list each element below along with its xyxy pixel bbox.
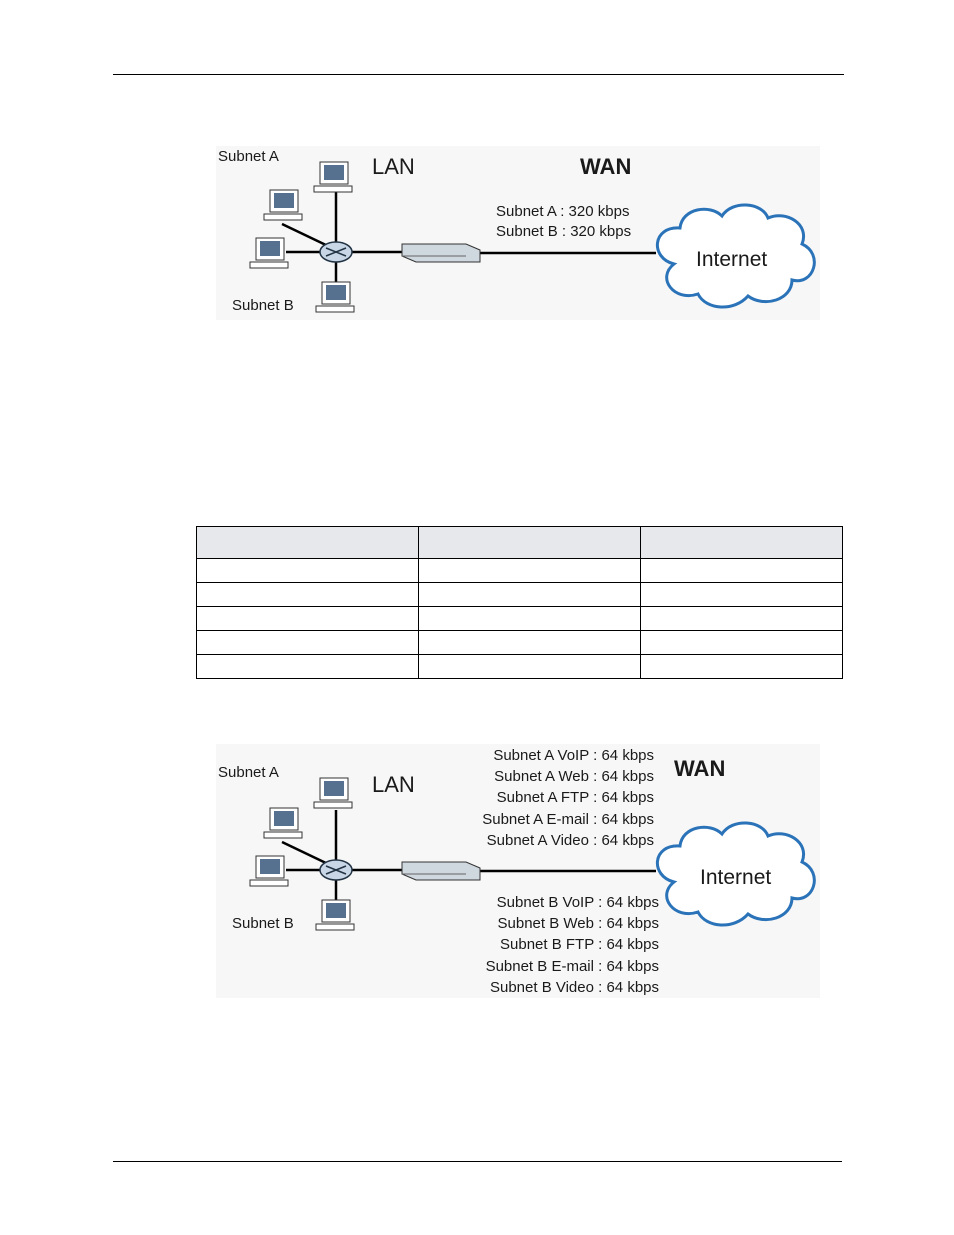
subnet-a-label: Subnet A [218,148,279,165]
header-rule [113,74,844,75]
table-cell [418,558,641,583]
table-cell [418,654,641,679]
internet-cloud-icon [656,821,816,927]
table-cell [640,558,843,583]
service-bandwidth-label: Subnet A VoIP : 64 kbps [493,747,654,764]
internet-cloud-icon [656,203,816,309]
gateway-device-icon [401,243,481,263]
table-cell [196,582,419,607]
service-bandwidth-label: Subnet B Video : 64 kbps [490,979,659,996]
wan-label: WAN [580,154,631,179]
computer-icon [263,189,303,221]
table-header-cell [196,526,419,559]
subnet-a-label: Subnet A [218,764,279,781]
table-cell [418,630,641,655]
figure-bandwidth-by-subnet: Subnet A Subnet B LAN WAN Subnet A : 320… [216,146,820,320]
table-cell [196,630,419,655]
internet-label: Internet [700,866,771,889]
service-bandwidth-label: Subnet B Web : 64 kbps [498,915,660,932]
computer-icon [315,281,355,313]
table-header-row [196,526,843,559]
table-header-cell [640,526,843,559]
table-cell [196,558,419,583]
subnet-b-label: Subnet B [232,915,294,932]
gateway-device-icon [401,861,481,881]
table-cell [418,606,641,631]
table-row [196,630,843,655]
bandwidth-table [196,526,843,679]
lan-label: LAN [372,772,415,797]
network-diagram-1: Subnet A Subnet B LAN WAN Subnet A : 320… [216,146,820,320]
table-row [196,582,843,607]
wan-label: WAN [674,756,725,781]
bandwidth-label: Subnet A : 320 kbps [496,203,629,220]
table-row [196,558,843,583]
computer-icon [313,777,353,809]
table-cell [640,630,843,655]
table-cell [196,606,419,631]
service-bandwidth-label: Subnet B E-mail : 64 kbps [486,958,659,975]
table-row [196,654,843,679]
service-bandwidth-label: Subnet B VoIP : 64 kbps [497,894,659,911]
computer-icon [315,899,355,931]
internet-label: Internet [696,248,767,271]
computer-icon [313,161,353,193]
table-cell [640,654,843,679]
bandwidth-label: Subnet B : 320 kbps [496,223,631,240]
footer-rule [113,1161,842,1162]
service-bandwidth-label: Subnet B FTP : 64 kbps [500,936,659,953]
lan-label: LAN [372,154,415,179]
table-header-cell [418,526,641,559]
service-bandwidth-label: Subnet A Video : 64 kbps [487,832,654,849]
network-diagram-2: Subnet A Subnet B LAN WAN Internet Subne… [216,744,820,998]
figure-bandwidth-by-service: Subnet A Subnet B LAN WAN Internet Subne… [216,744,820,998]
table-cell [418,582,641,607]
service-bandwidth-label: Subnet A FTP : 64 kbps [497,789,654,806]
computer-icon [249,855,289,887]
computer-icon [249,237,289,269]
subnet-b-label: Subnet B [232,297,294,314]
router-icon [319,859,353,881]
table-cell [640,606,843,631]
service-bandwidth-label: Subnet A Web : 64 kbps [494,768,654,785]
table-row [196,606,843,631]
service-bandwidth-label: Subnet A E-mail : 64 kbps [482,811,654,828]
table-cell [196,654,419,679]
table-cell [640,582,843,607]
computer-icon [263,807,303,839]
router-icon [319,241,353,263]
